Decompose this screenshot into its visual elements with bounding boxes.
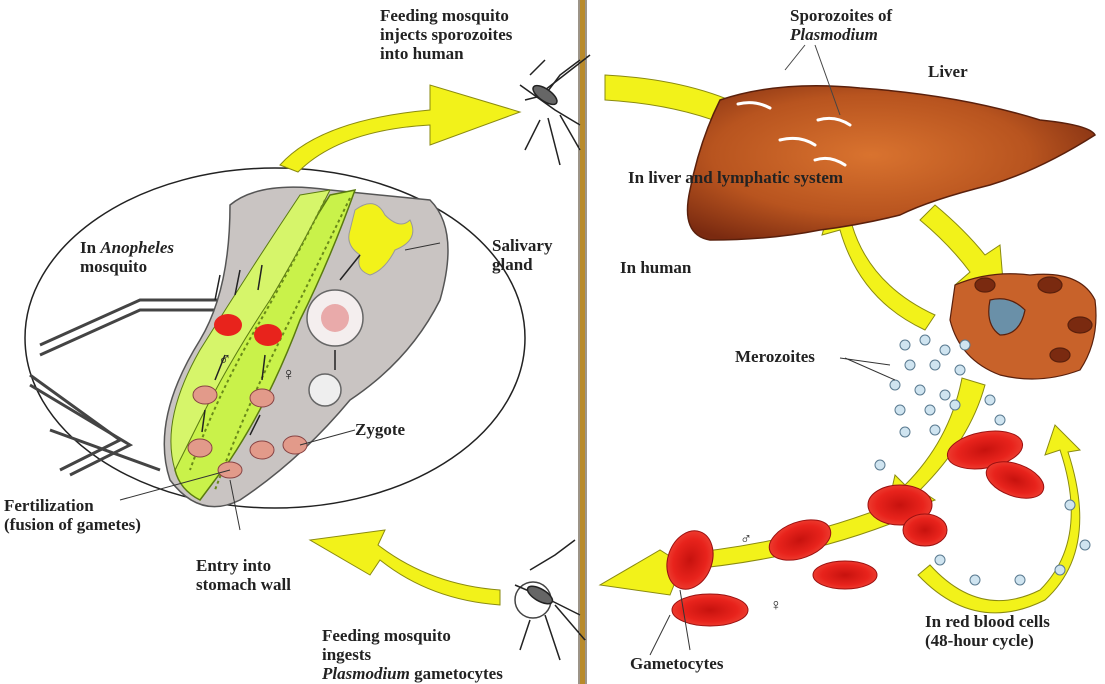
liver-organ (688, 45, 1096, 240)
label-fertilization: Fertilization (fusion of gametes) (4, 496, 141, 534)
zygote-cell (283, 436, 307, 454)
male-symbol-mosquito: ♂ (218, 350, 232, 369)
label-zygote: Zygote (355, 420, 405, 439)
male-symbol-human: ♂ (740, 530, 752, 549)
label-salivary-gland: Salivary gland (492, 236, 552, 274)
mosquito-bottom-icon (515, 540, 585, 660)
oocyst-small (309, 374, 341, 406)
label-entry-stomach: Entry into stomach wall (196, 556, 291, 594)
label-sporozoites: Sporozoites of Plasmodium (790, 6, 892, 44)
label-merozoites: Merozoites (735, 347, 815, 366)
center-divider (579, 0, 586, 684)
female-symbol-mosquito: ♀ (282, 365, 296, 384)
liver-cells (950, 274, 1096, 379)
female-symbol-human: ♀ (770, 596, 782, 615)
arrow-to-human-injection (280, 85, 520, 172)
label-liver-system: In liver and lymphatic system (628, 168, 843, 187)
label-liver: Liver (928, 62, 968, 81)
label-red-blood-cells: In red blood cells (48-hour cycle) (925, 612, 1050, 650)
label-feeding-inject: Feeding mosquito injects sporozoites int… (380, 6, 512, 63)
label-in-anopheles: In Anopheles mosquito (80, 238, 174, 276)
label-feeding-ingest: Feeding mosquito ingests Plasmodium game… (322, 626, 503, 683)
mosquito-detail-circle (25, 168, 525, 508)
label-in-human: In human (620, 258, 691, 277)
label-gametocytes: Gametocytes (630, 654, 723, 673)
arrow-to-stomach-entry (310, 530, 500, 605)
